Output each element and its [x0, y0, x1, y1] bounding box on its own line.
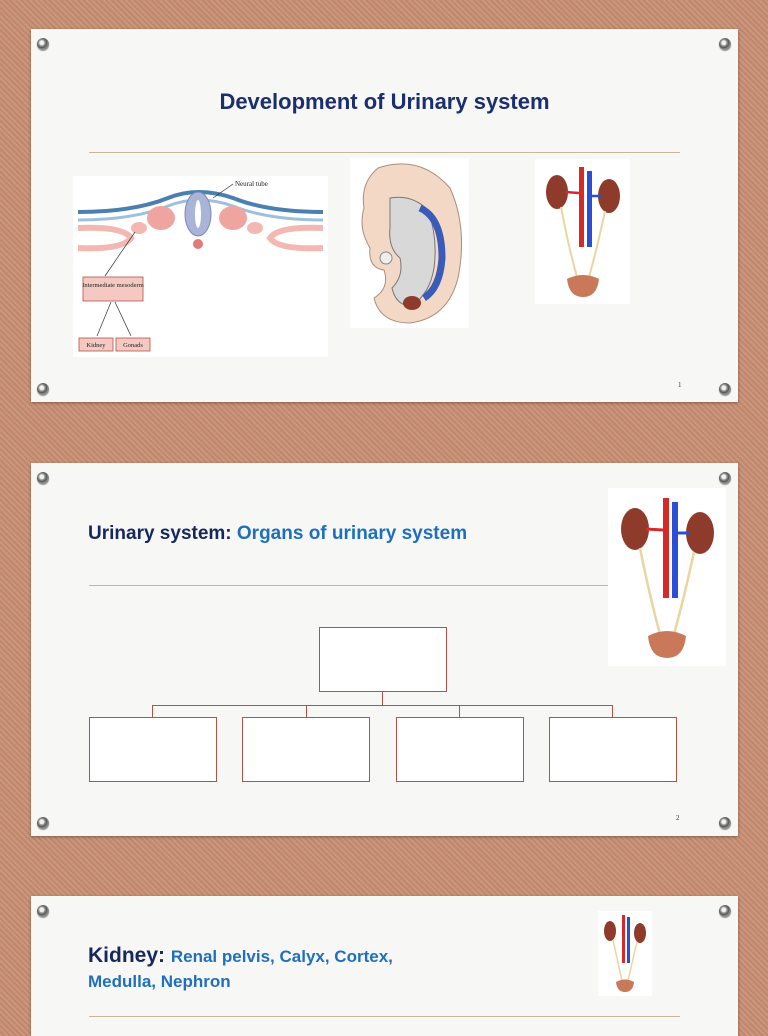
connector	[152, 705, 613, 706]
urinary-organs-figure	[535, 159, 630, 304]
divider	[89, 585, 609, 586]
chart-child-box	[242, 717, 370, 782]
kidney-label: Kidney	[86, 342, 106, 349]
connector	[612, 705, 613, 717]
pushpin-icon	[37, 472, 49, 484]
slide-1: Development of Urinary system Neural tub…	[31, 29, 738, 402]
chart-child-box	[396, 717, 524, 782]
title-line-2: Medulla, Nephron	[88, 972, 231, 991]
slide-3: Kidney: Renal pelvis, Calyx, Cortex, Med…	[31, 896, 738, 1036]
slide-title: Urinary system: Organs of urinary system	[88, 523, 467, 545]
title-prefix: Urinary system:	[88, 523, 237, 544]
gonads-label: Gonads	[123, 342, 143, 349]
chart-child-box	[549, 717, 677, 782]
embryo-lateral-figure	[350, 158, 469, 328]
pushpin-icon	[37, 38, 49, 50]
pushpin-icon	[719, 383, 731, 395]
page-number: 2	[676, 814, 680, 822]
pushpin-icon	[37, 817, 49, 829]
pushpin-icon	[719, 817, 731, 829]
intermediate-mesoderm-label: Intermediate mesoderm	[82, 282, 144, 289]
pushpin-icon	[719, 38, 731, 50]
connector	[459, 705, 460, 717]
slide-2: Urinary system: Organs of urinary system…	[31, 463, 738, 836]
chart-child-box	[89, 717, 217, 782]
divider	[89, 152, 680, 153]
urinary-organs-figure	[608, 488, 726, 666]
title-line-1: Renal pelvis, Calyx, Cortex,	[170, 947, 393, 966]
divider	[89, 1016, 680, 1017]
connector	[306, 705, 307, 717]
connector	[382, 691, 383, 705]
slide-title: Kidney: Renal pelvis, Calyx, Cortex, Med…	[88, 944, 393, 995]
connector	[152, 705, 153, 717]
slide-title: Development of Urinary system	[219, 89, 550, 114]
title-highlight: Organs of urinary system	[236, 523, 468, 544]
page-number: 1	[678, 381, 682, 389]
chart-root-box	[319, 627, 447, 692]
pushpin-icon	[719, 905, 731, 917]
neural-tube-label: Neural tube	[235, 180, 268, 188]
pushpin-icon	[719, 472, 731, 484]
title-prefix: Kidney:	[88, 944, 171, 967]
pushpin-icon	[37, 905, 49, 917]
embryo-section-figure: Neural tube Intermediate mesoderm Kidney…	[73, 176, 328, 357]
urinary-organs-figure	[598, 911, 652, 996]
pushpin-icon	[37, 383, 49, 395]
